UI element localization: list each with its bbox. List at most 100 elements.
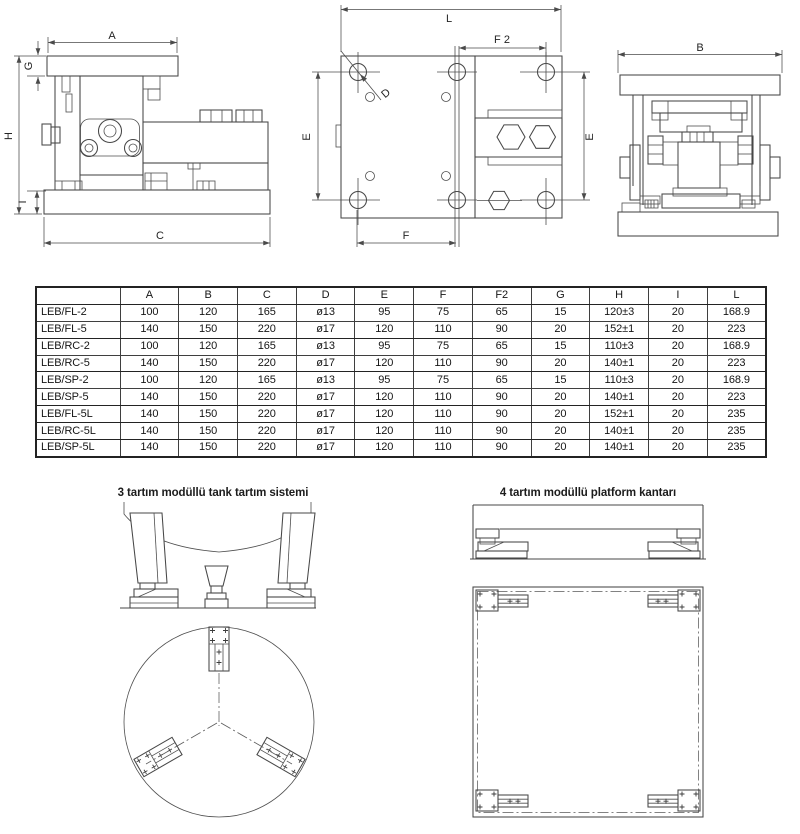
value-cell: 152±1 bbox=[589, 320, 649, 339]
value-cell: 220 bbox=[236, 405, 297, 424]
value-cell: 110 bbox=[413, 388, 473, 407]
dim-label-e-right: E bbox=[584, 133, 596, 140]
top-view-drawing: L F 2 E E F bbox=[301, 5, 596, 247]
dim-label-c: C bbox=[156, 230, 164, 242]
value-cell: 120 bbox=[354, 320, 415, 339]
value-cell: ø17 bbox=[295, 388, 356, 407]
dim-label-h: H bbox=[3, 132, 15, 140]
value-cell: 235 bbox=[706, 405, 767, 424]
value-cell: 110±3 bbox=[589, 371, 649, 390]
model-cell: LEB/FL-5L bbox=[35, 405, 121, 424]
value-cell: 90 bbox=[471, 354, 532, 373]
column-header: I bbox=[647, 286, 708, 305]
value-cell: 20 bbox=[530, 405, 591, 424]
value-cell: 90 bbox=[471, 422, 532, 441]
value-cell: 20 bbox=[647, 405, 708, 424]
value-cell: 75 bbox=[413, 371, 473, 390]
value-cell: 95 bbox=[354, 303, 415, 322]
value-cell: 140±1 bbox=[589, 354, 649, 373]
value-cell: 15 bbox=[530, 303, 591, 322]
value-cell: 140 bbox=[119, 320, 180, 339]
value-cell: ø17 bbox=[295, 354, 356, 373]
column-header bbox=[35, 286, 121, 305]
side-view-drawing: A G H I C bbox=[3, 30, 271, 247]
value-cell: 220 bbox=[236, 354, 297, 373]
value-cell: 65 bbox=[471, 371, 532, 390]
value-cell: 20 bbox=[647, 303, 708, 322]
value-cell: 110 bbox=[413, 439, 473, 458]
dim-label-g: G bbox=[23, 62, 35, 71]
value-cell: 150 bbox=[178, 320, 238, 339]
value-cell: 140 bbox=[119, 422, 180, 441]
model-cell: LEB/SP-2 bbox=[35, 371, 121, 390]
column-header: L bbox=[706, 286, 767, 305]
value-cell: 120 bbox=[354, 388, 415, 407]
value-cell: 20 bbox=[530, 422, 591, 441]
dim-label-i: I bbox=[17, 200, 29, 203]
tank-leg bbox=[277, 512, 316, 584]
column-header: E bbox=[354, 286, 415, 305]
value-cell: 20 bbox=[530, 320, 591, 339]
value-cell: 110 bbox=[413, 422, 473, 441]
base-plate bbox=[43, 189, 271, 215]
value-cell: 220 bbox=[236, 422, 297, 441]
value-cell: 110 bbox=[413, 320, 473, 339]
hex-bolt bbox=[487, 190, 511, 211]
tank-diagram bbox=[120, 502, 316, 818]
value-cell: 90 bbox=[471, 439, 532, 458]
value-cell: 20 bbox=[647, 422, 708, 441]
front-view-drawing: B bbox=[617, 42, 783, 237]
value-cell: ø17 bbox=[295, 320, 356, 339]
value-cell: 120 bbox=[354, 354, 415, 373]
value-cell: 150 bbox=[178, 354, 238, 373]
column-header: B bbox=[178, 286, 238, 305]
value-cell: ø17 bbox=[295, 439, 356, 458]
value-cell: ø17 bbox=[295, 405, 356, 424]
value-cell: 223 bbox=[706, 388, 767, 407]
platform-diagram bbox=[470, 504, 706, 818]
value-cell: 90 bbox=[471, 405, 532, 424]
model-cell: LEB/RC-5L bbox=[35, 422, 121, 441]
value-cell: 168.9 bbox=[706, 303, 767, 322]
value-cell: ø13 bbox=[295, 337, 356, 356]
column-header: D bbox=[295, 286, 356, 305]
value-cell: 20 bbox=[647, 320, 708, 339]
value-cell: 165 bbox=[236, 303, 297, 322]
value-cell: 150 bbox=[178, 405, 238, 424]
model-cell: LEB/RC-2 bbox=[35, 337, 121, 356]
value-cell: ø17 bbox=[295, 422, 356, 441]
tank-diagram-title: 3 tartım modüllü tank tartım sistemi bbox=[117, 487, 309, 499]
technical-drawings: A G H I C bbox=[3, 5, 783, 247]
value-cell: 65 bbox=[471, 337, 532, 356]
value-cell: 100 bbox=[119, 337, 180, 356]
value-cell: 235 bbox=[706, 422, 767, 441]
dim-label-f: F bbox=[403, 230, 410, 242]
value-cell: 95 bbox=[354, 371, 415, 390]
value-cell: 20 bbox=[647, 439, 708, 458]
model-cell: LEB/FL-2 bbox=[35, 303, 121, 322]
platform-diagram-title: 4 tartım modüllü platform kantarı bbox=[499, 487, 677, 499]
value-cell: 20 bbox=[647, 388, 708, 407]
model-cell: LEB/RC-5 bbox=[35, 354, 121, 373]
base-plate bbox=[617, 211, 779, 237]
value-cell: 168.9 bbox=[706, 371, 767, 390]
value-cell: 90 bbox=[471, 388, 532, 407]
value-cell: 75 bbox=[413, 303, 473, 322]
value-cell: 110 bbox=[413, 354, 473, 373]
model-cell: LEB/FL-5 bbox=[35, 320, 121, 339]
value-cell: 120 bbox=[178, 371, 238, 390]
value-cell: 120 bbox=[354, 422, 415, 441]
value-cell: 95 bbox=[354, 337, 415, 356]
value-cell: 150 bbox=[178, 388, 238, 407]
value-cell: 140 bbox=[119, 405, 180, 424]
value-cell: 15 bbox=[530, 371, 591, 390]
column-header: C bbox=[236, 286, 297, 305]
value-cell: 140 bbox=[119, 439, 180, 458]
value-cell: 20 bbox=[647, 371, 708, 390]
